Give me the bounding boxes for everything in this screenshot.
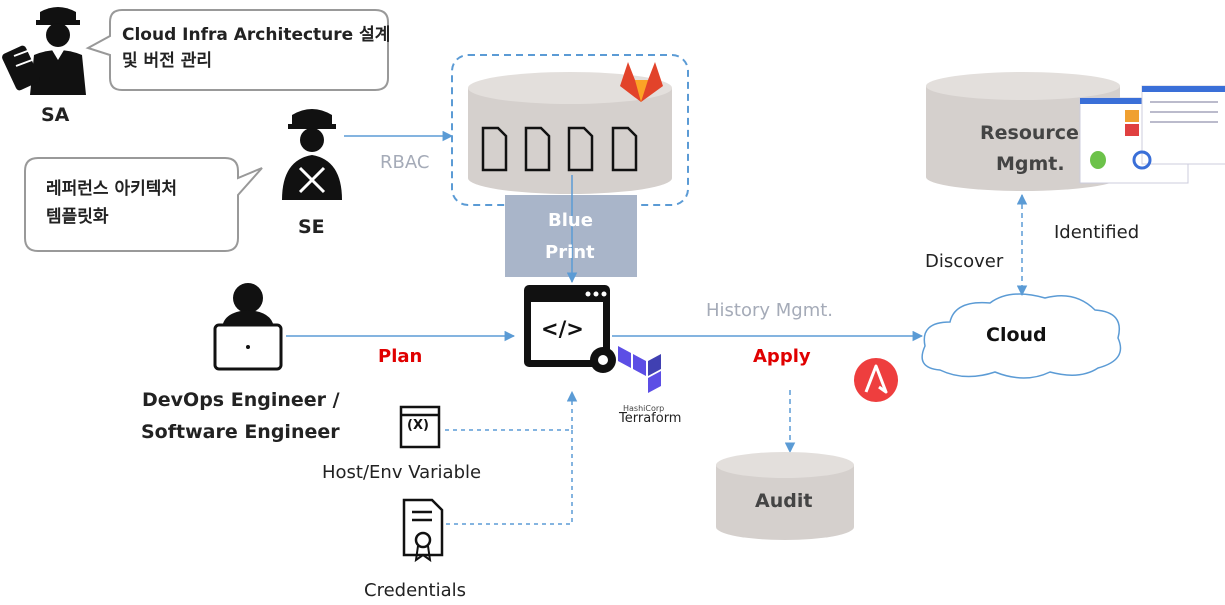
sa-label: SA — [41, 104, 70, 126]
variable-arrow — [445, 390, 578, 431]
se-person-icon — [282, 109, 342, 200]
code-file-icons — [481, 126, 638, 172]
host-env-label: Host/Env Variable — [322, 462, 482, 483]
code-window-icon — [524, 285, 616, 373]
se-speech-bubble — [24, 157, 263, 252]
terraform-vendor-label: HashiCorp — [623, 404, 665, 413]
audit-cylinder — [716, 452, 854, 540]
credentials-label: Credentials — [364, 580, 467, 601]
blueprint-box — [505, 195, 637, 277]
devops-label-line2: Software Engineer — [141, 421, 340, 443]
se-bubble-line1: 레퍼런스 아키텍처 — [46, 179, 178, 199]
sa-person-icon — [2, 7, 86, 95]
certificate-icon — [402, 498, 444, 563]
audit-label: Audit — [755, 490, 813, 512]
resource-label-line1: Resource — [980, 122, 1079, 144]
plan-label: Plan — [378, 346, 423, 367]
variable-glyph: (X) — [407, 418, 429, 433]
credentials-arrow — [446, 430, 573, 525]
devops-engineer-icon — [213, 283, 283, 371]
rbac-label: RBAC — [380, 152, 430, 173]
sa-bubble-line2: 및 버전 관리 — [122, 51, 213, 71]
devops-label-line1: DevOps Engineer / — [142, 389, 340, 411]
identified-label: Identified — [1054, 222, 1140, 243]
variable-window-icon — [399, 405, 441, 449]
blueprint-label-line2: Print — [545, 242, 595, 263]
terraform-logo-icon — [618, 346, 661, 393]
sa-speech-bubble — [85, 9, 389, 91]
history-mgmt-label: History Mgmt. — [706, 300, 834, 321]
se-bubble-line2: 템플릿화 — [46, 207, 109, 227]
resource-label-line2: Mgmt. — [996, 153, 1065, 175]
se-label: SE — [298, 216, 325, 238]
ansible-icon — [854, 358, 898, 402]
discover-label: Discover — [925, 251, 1004, 272]
cloud-shape — [921, 293, 1122, 379]
apply-label: Apply — [753, 346, 811, 367]
sa-bubble-line1: Cloud Infra Architecture 설계 — [122, 25, 391, 45]
code-glyph: </> — [541, 317, 584, 341]
cloud-label: Cloud — [986, 324, 1047, 346]
resource-mgmt-cylinder — [926, 72, 1120, 191]
terraform-label: Terraform — [619, 411, 682, 426]
blueprint-label-line1: Blue — [548, 210, 593, 231]
gitlab-icon — [620, 62, 663, 102]
dashboard-screenshot-icon — [1079, 85, 1225, 184]
